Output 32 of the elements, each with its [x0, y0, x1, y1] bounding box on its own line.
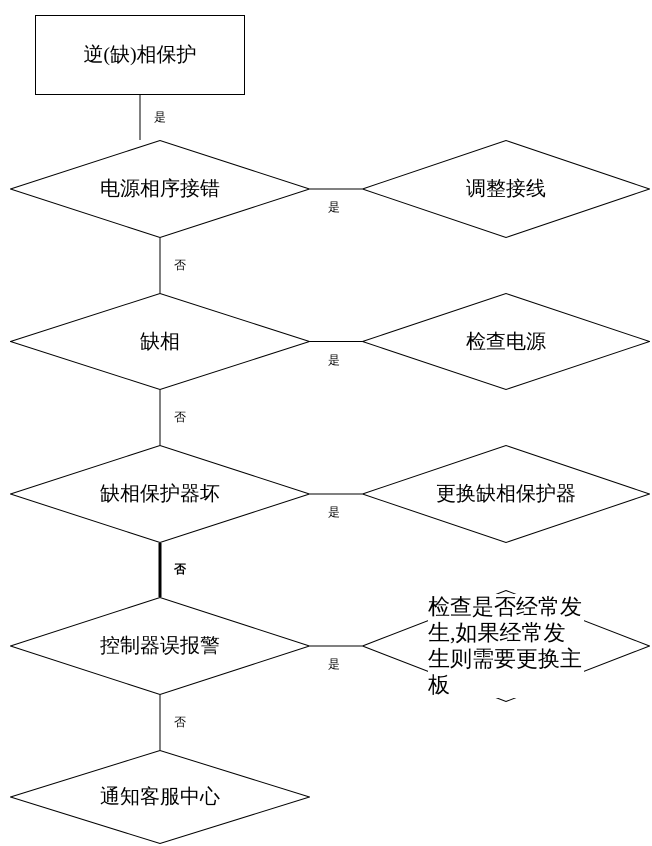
decision-diamond	[10, 293, 310, 390]
connector-line	[158, 543, 162, 597]
node-text: 控制器误报警	[100, 634, 220, 659]
decision-diamond	[10, 750, 310, 844]
node-text: 逆(缺)相保护	[83, 43, 197, 68]
node-text: 检查是否经常发生,如果经常发生则需要更换主板	[428, 594, 584, 698]
node-text: 更换缺相保护器	[436, 482, 576, 507]
decision-diamond	[362, 140, 650, 238]
decision-diamond	[362, 293, 650, 390]
decision-diamond	[10, 140, 310, 238]
edge-label: 是	[328, 504, 340, 520]
decision-diamond	[10, 597, 310, 695]
edge-label: 是	[328, 199, 340, 215]
decision-diamond	[362, 590, 650, 702]
node-text: 缺相保护器坏	[100, 482, 220, 507]
decision-diamond	[10, 445, 310, 543]
edge-label: 否	[174, 561, 186, 577]
connector-line	[310, 188, 362, 190]
process-box	[35, 15, 245, 95]
node-text: 调整接线	[466, 177, 546, 202]
edge-label: 否	[174, 714, 186, 730]
edge-label: 是	[328, 352, 340, 368]
decision-diamond	[362, 445, 650, 543]
connector-line	[310, 341, 362, 342]
edge-label: 是	[328, 656, 340, 672]
edge-label: 是	[154, 108, 166, 124]
edge-label: 否	[174, 408, 186, 424]
edge-label: 否	[174, 256, 186, 272]
node-text: 通知客服中心	[100, 785, 220, 810]
node-text: 检查电源	[466, 330, 546, 354]
node-text: 电源相序接错	[100, 177, 220, 202]
node-text: 缺相	[140, 330, 180, 354]
